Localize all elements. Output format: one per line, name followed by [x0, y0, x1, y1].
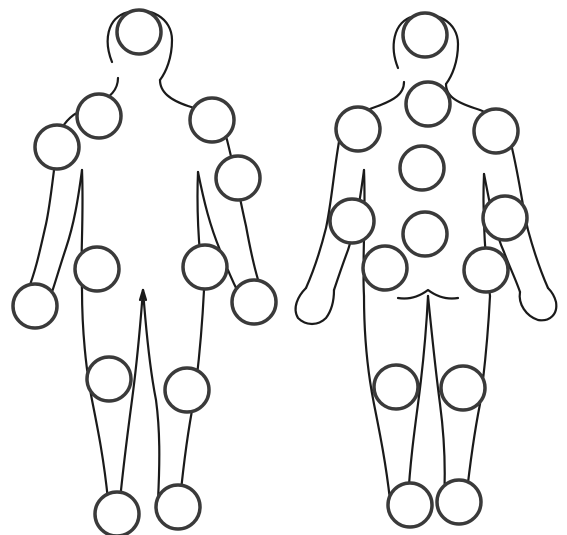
back-marker-left-buttock[interactable] [363, 246, 407, 290]
back-marker-right-elbow[interactable] [483, 196, 527, 240]
back-marker-right-knee[interactable] [441, 366, 485, 410]
back-marker-head[interactable] [403, 13, 447, 57]
back-marker-left-foot[interactable] [388, 483, 432, 527]
back-marker-mid-back[interactable] [400, 146, 444, 190]
front-markers [13, 10, 276, 535]
front-marker-right-shoulder[interactable] [190, 98, 234, 142]
front-marker-head[interactable] [117, 10, 161, 54]
back-marker-lower-back[interactable] [403, 212, 447, 256]
back-marker-left-elbow[interactable] [330, 199, 374, 243]
front-marker-left-hip[interactable] [75, 247, 119, 291]
front-marker-right-hand[interactable] [232, 280, 276, 324]
back-figure [296, 13, 557, 527]
front-figure [13, 10, 276, 535]
front-marker-left-hand[interactable] [13, 284, 57, 328]
back-marker-left-knee[interactable] [374, 365, 418, 409]
back-marker-neck[interactable] [406, 82, 450, 126]
front-marker-left-foot[interactable] [95, 492, 139, 535]
back-markers [330, 13, 527, 527]
front-marker-left-shoulder[interactable] [77, 94, 121, 138]
back-marker-left-shoulder[interactable] [336, 107, 380, 151]
back-marker-right-foot[interactable] [437, 480, 481, 524]
front-marker-right-hip[interactable] [183, 245, 227, 289]
front-marker-left-upper-arm[interactable] [35, 125, 79, 169]
front-marker-right-foot[interactable] [156, 485, 200, 529]
front-marker-right-knee[interactable] [165, 368, 209, 412]
back-marker-right-shoulder[interactable] [474, 109, 518, 153]
back-marker-right-buttock[interactable] [464, 248, 508, 292]
front-marker-left-knee[interactable] [87, 357, 131, 401]
front-marker-right-upper-arm[interactable] [216, 156, 260, 200]
